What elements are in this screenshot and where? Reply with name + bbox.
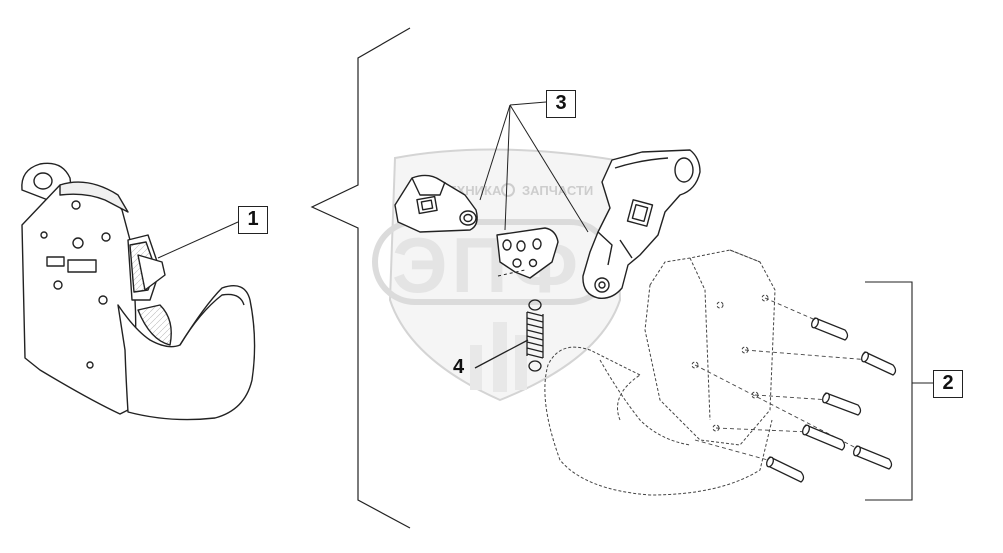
watermark-gear-icon (501, 183, 515, 197)
leaders-part-3 (479, 101, 589, 233)
group-brace (310, 27, 411, 529)
latch-plate-part-3-middle (496, 227, 559, 279)
callout-part-2[interactable]: 2 (933, 370, 963, 398)
latch-piece-part-3-left (394, 174, 478, 233)
callout-part-4[interactable]: 4 (453, 356, 465, 378)
callout-part-1[interactable]: 1 (238, 206, 268, 234)
spring-part-4 (474, 299, 544, 372)
watermark-text-right: ЗАПЧАСТИ (522, 183, 593, 198)
bracket-part-2 (865, 281, 933, 501)
hook-assembly-part-1 (21, 162, 256, 421)
latch-arm-part-3-right (582, 149, 701, 299)
pins-part-2 (765, 317, 897, 483)
pin-axis-lines (694, 297, 871, 463)
leader-part-1 (157, 221, 239, 259)
callout-part-3[interactable]: 3 (546, 90, 576, 118)
